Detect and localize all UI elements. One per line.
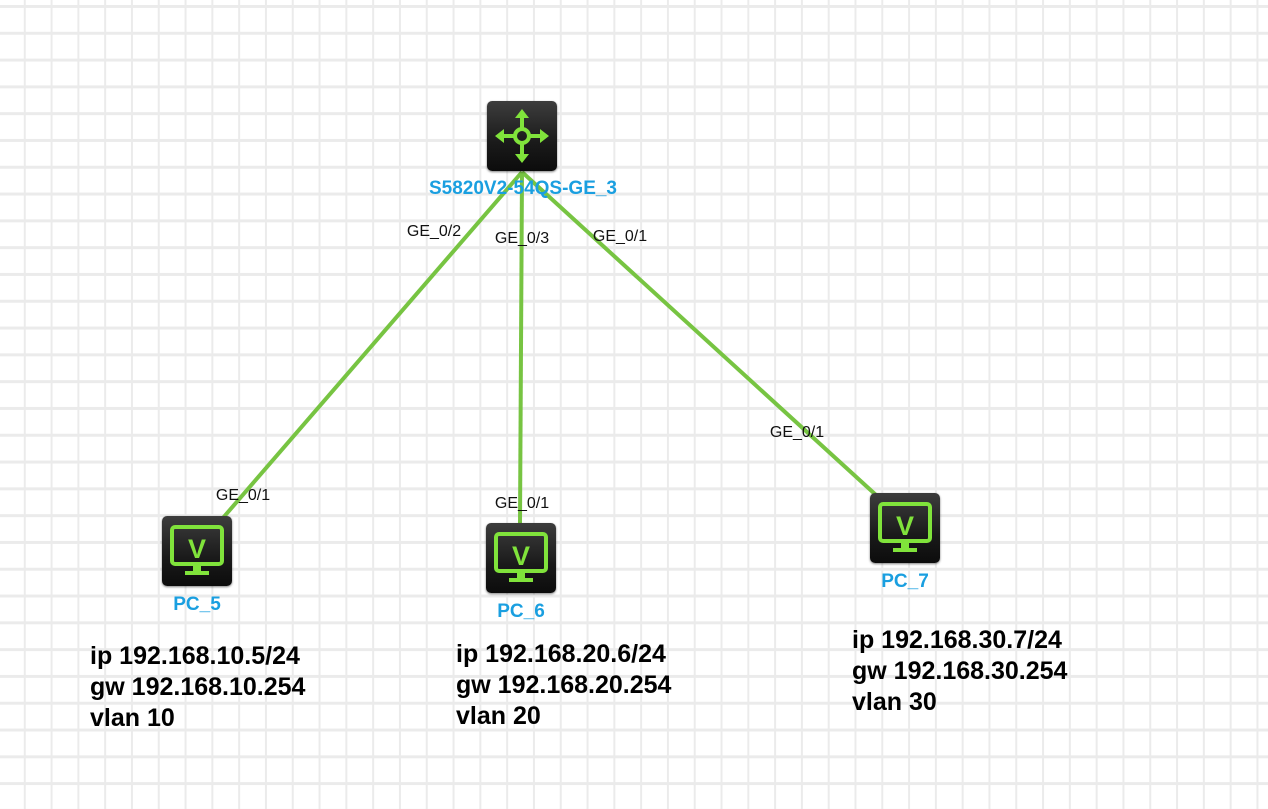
pc5-node[interactable]: V [162,516,232,586]
svg-text:V: V [188,534,206,564]
pc7-ip-text: ip 192.168.30.7/24 [852,626,1062,654]
link-switch-pc6[interactable] [518,171,524,524]
svg-text:V: V [512,541,530,571]
switch-name-label: S5820V2-54QS-GE_3 [428,178,618,199]
link-switch-pc5[interactable] [220,170,524,521]
monitor-v-icon: V [170,525,224,575]
port-label-switch-ge03: GE_0/3 [494,230,550,247]
pc6-node[interactable]: V [486,523,556,593]
monitor-v-icon: V [494,532,548,582]
pc5-config-block: ip 192.168.10.5/24 gw 192.168.10.254 vla… [90,641,305,734]
switch-arrows-icon [495,109,549,163]
pc6-ip-text: ip 192.168.20.6/24 [456,640,666,668]
pc5-vlan-text: vlan 10 [90,704,175,732]
port-label-switch-ge01: GE_0/1 [592,228,648,245]
pc5-gw-text: gw 192.168.10.254 [90,673,306,701]
pc7-gw-text: gw 192.168.30.254 [852,657,1068,685]
pc6-gw-text: gw 192.168.20.254 [456,671,672,699]
link-switch-pc7[interactable] [520,170,878,497]
svg-text:V: V [896,511,914,541]
port-label-pc6-ge01: GE_0/1 [494,495,550,512]
pc5-ip-text: ip 192.168.10.5/24 [90,642,300,670]
pc7-vlan-text: vlan 30 [852,688,937,716]
pc6-config-block: ip 192.168.20.6/24 gw 192.168.20.254 vla… [456,639,671,732]
port-label-pc7-ge01: GE_0/1 [769,424,825,441]
monitor-v-icon: V [878,502,932,552]
switch-node[interactable] [487,101,557,171]
pc6-vlan-text: vlan 20 [456,702,541,730]
pc7-config-block: ip 192.168.30.7/24 gw 192.168.30.254 vla… [852,625,1067,718]
pc5-name-label: PC_5 [173,594,221,615]
pc6-name-label: PC_6 [497,601,545,622]
port-label-switch-ge02: GE_0/2 [406,223,462,240]
pc7-node[interactable]: V [870,493,940,563]
pc7-name-label: PC_7 [881,571,929,592]
port-label-pc5-ge01: GE_0/1 [215,487,271,504]
